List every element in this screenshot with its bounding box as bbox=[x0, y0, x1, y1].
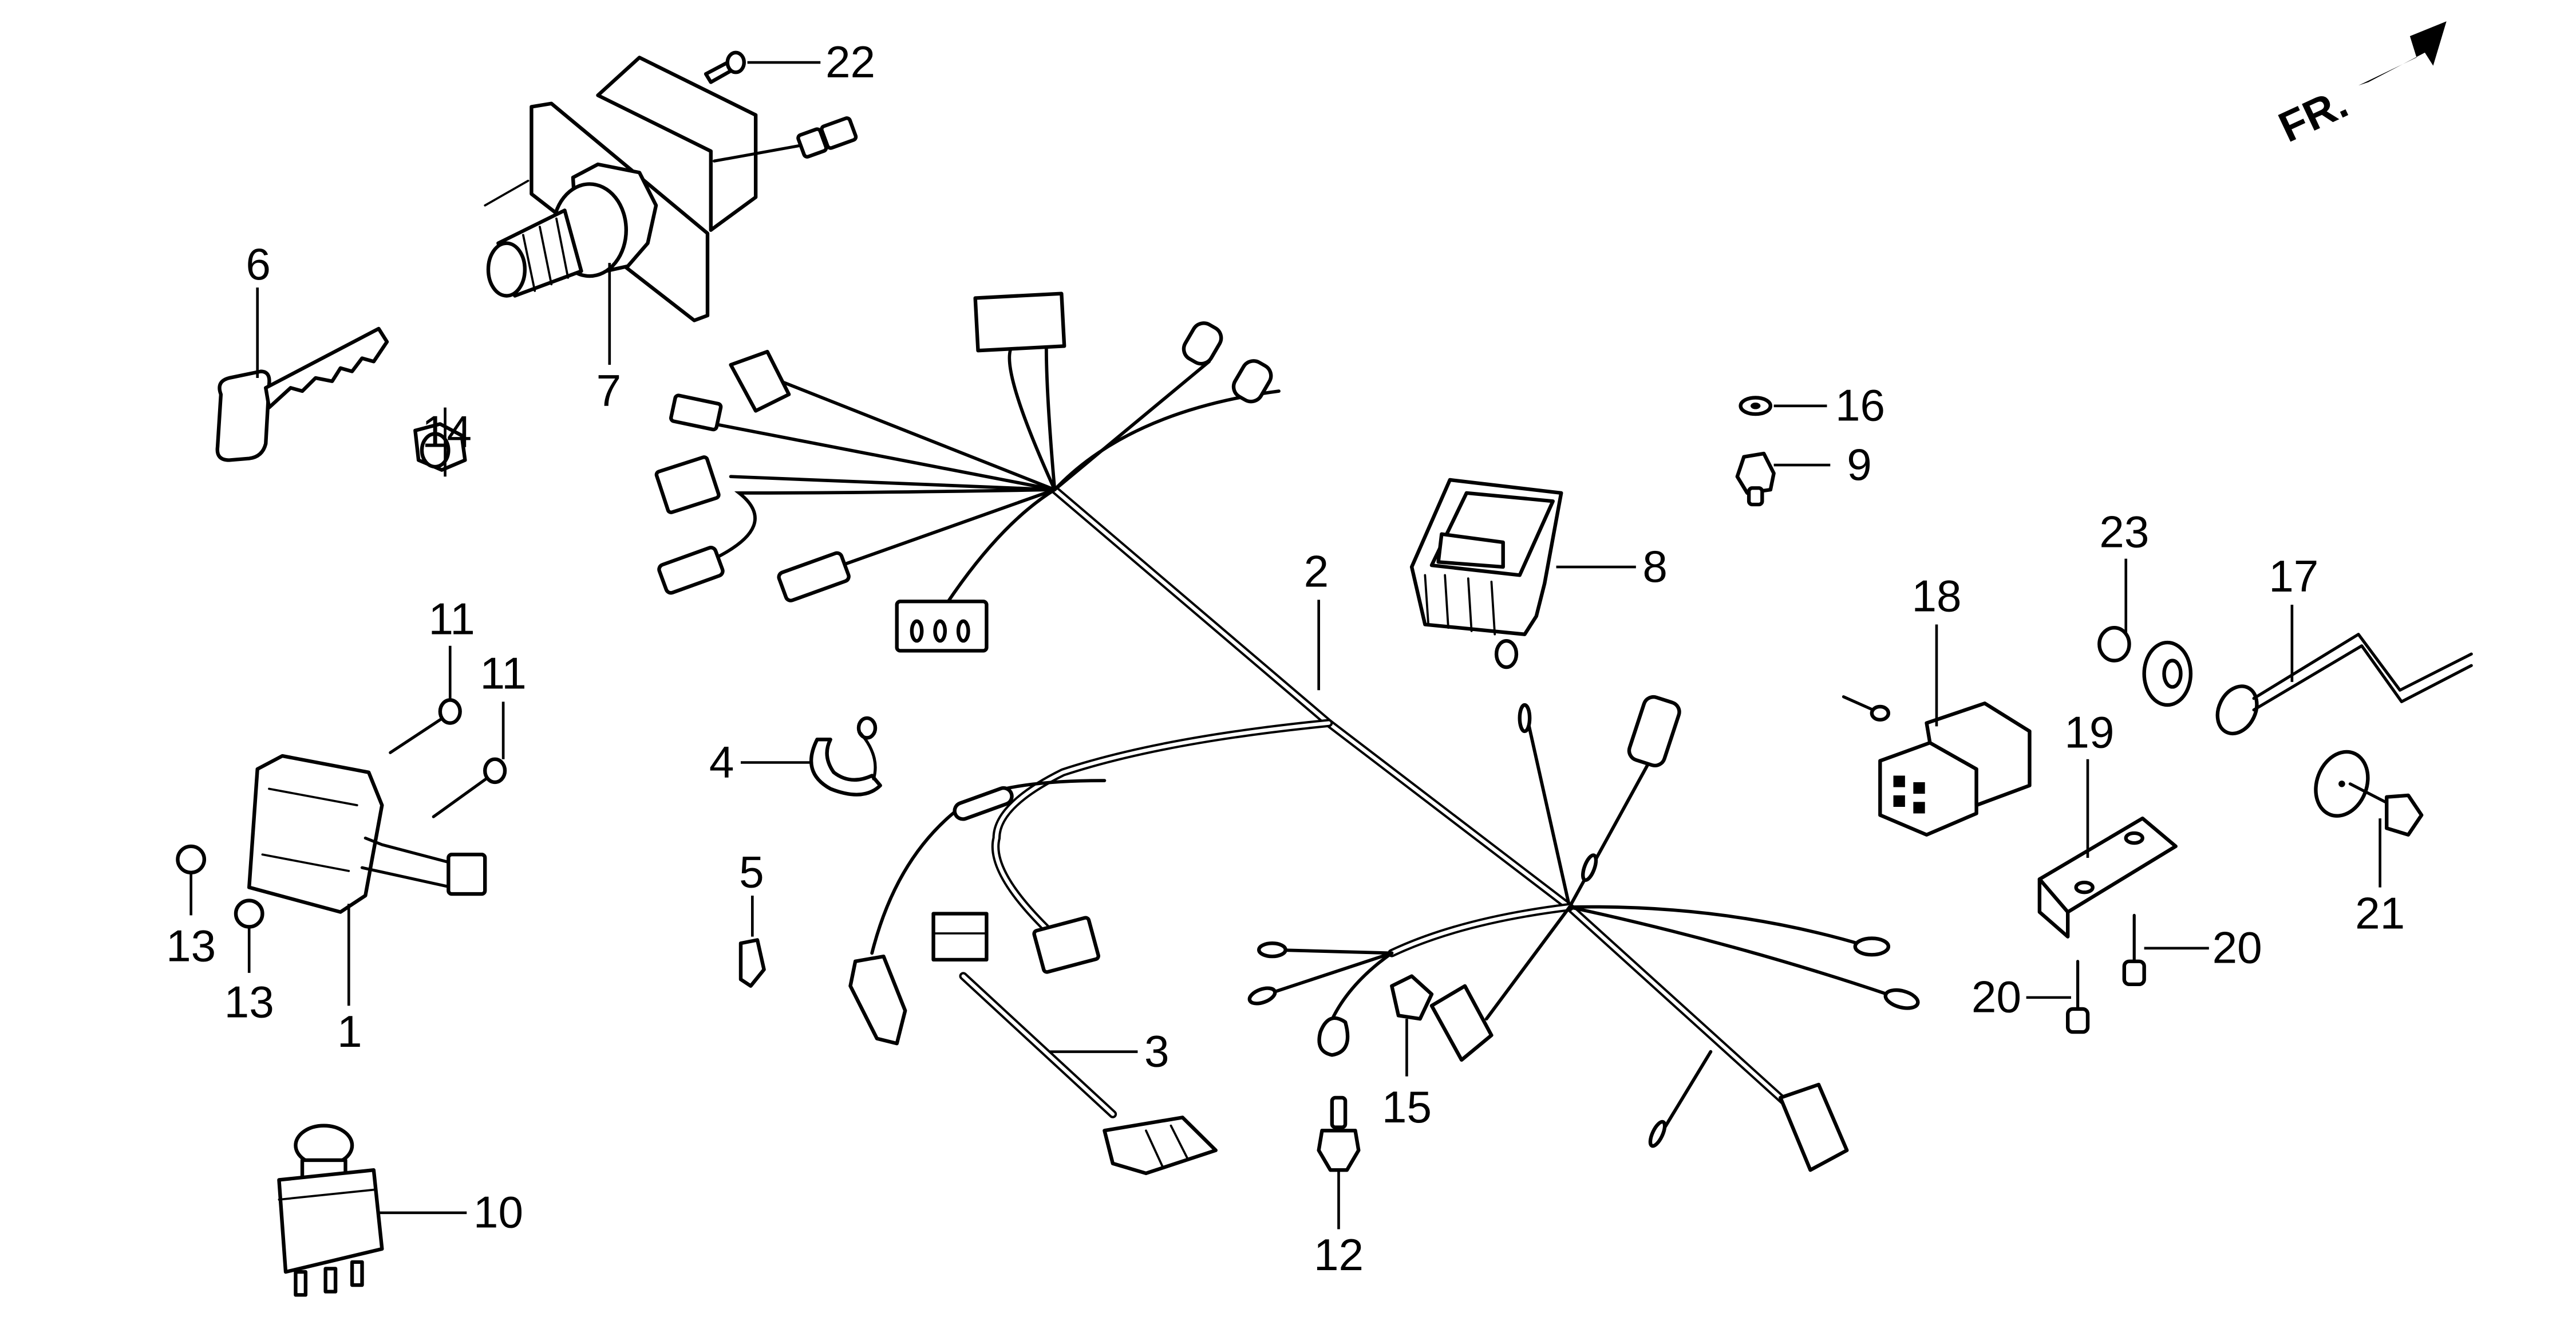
callout-10: 10 bbox=[473, 1187, 523, 1238]
part-23-cap-nut[interactable] bbox=[2097, 626, 2193, 707]
part-9-sensor-switch[interactable] bbox=[1735, 451, 1776, 507]
part-11-screw-b[interactable] bbox=[432, 757, 507, 818]
callout-1: 1 bbox=[337, 1006, 362, 1057]
part-21-bolt[interactable] bbox=[2348, 782, 2424, 837]
part-19-relay-bracket[interactable] bbox=[2037, 816, 2178, 939]
callout-19: 19 bbox=[2064, 707, 2114, 758]
part-17-ground-strap[interactable] bbox=[2210, 633, 2473, 823]
callout-16: 16 bbox=[1835, 380, 1885, 431]
part-2-main-harness[interactable] bbox=[654, 291, 1920, 1172]
callout-17: 17 bbox=[2269, 551, 2318, 601]
callout-18: 18 bbox=[1911, 571, 1961, 621]
part-1-combination-switch[interactable] bbox=[247, 754, 487, 914]
callout-21: 21 bbox=[2355, 888, 2405, 939]
part-10-push-switch[interactable] bbox=[277, 1124, 384, 1297]
callout-13-a: 13 bbox=[166, 921, 216, 971]
callout-15: 15 bbox=[1382, 1082, 1432, 1132]
callout-3: 3 bbox=[1144, 1026, 1170, 1077]
callout-9: 9 bbox=[1847, 439, 1872, 490]
callout-11-a: 11 bbox=[429, 594, 475, 644]
part-16-washer[interactable] bbox=[1739, 396, 1773, 416]
callout-4: 4 bbox=[709, 737, 734, 787]
front-direction-arrow-icon bbox=[2358, 21, 2447, 86]
part-5-fuse[interactable] bbox=[738, 938, 766, 988]
part-4-harness-clamp[interactable] bbox=[809, 716, 882, 797]
part-6-key[interactable] bbox=[215, 326, 389, 462]
callout-23: 23 bbox=[2099, 507, 2149, 557]
front-direction-indicator: FR. bbox=[2271, 21, 2447, 151]
part-13-nut-a[interactable] bbox=[176, 844, 207, 874]
part-20-bolt-a[interactable] bbox=[2122, 913, 2146, 987]
part-12-sensor[interactable] bbox=[1317, 1095, 1361, 1172]
callout-2: 2 bbox=[1304, 546, 1329, 597]
callout-8: 8 bbox=[1642, 541, 1668, 592]
part-13-nut-b[interactable] bbox=[234, 898, 264, 929]
callout-12: 12 bbox=[1314, 1230, 1364, 1280]
part-18-relay[interactable] bbox=[1842, 695, 2032, 837]
part-14-hex-nut[interactable] bbox=[413, 422, 467, 472]
callout-13-b: 13 bbox=[224, 977, 274, 1027]
callout-6: 6 bbox=[246, 239, 271, 289]
callout-14: 14 bbox=[422, 407, 472, 457]
callout-22: 22 bbox=[825, 37, 875, 87]
part-8-rocker-switch[interactable] bbox=[1409, 478, 1563, 669]
part-15-clip[interactable] bbox=[1390, 974, 1434, 1021]
callout-20-a: 20 bbox=[2212, 923, 2262, 973]
part-11-screw-a[interactable] bbox=[389, 698, 462, 754]
direction-label: FR. bbox=[2271, 78, 2355, 151]
callout-7: 7 bbox=[596, 365, 622, 416]
part-22-screw[interactable] bbox=[704, 50, 746, 84]
callout-20-b: 20 bbox=[1971, 972, 2021, 1022]
callout-5: 5 bbox=[739, 847, 764, 897]
part-3-sub-harness[interactable] bbox=[931, 912, 1218, 1176]
part-7-ignition-switch[interactable] bbox=[484, 56, 858, 322]
part-20-bolt-b[interactable] bbox=[2065, 960, 2090, 1034]
callout-11-b: 11 bbox=[480, 648, 526, 699]
